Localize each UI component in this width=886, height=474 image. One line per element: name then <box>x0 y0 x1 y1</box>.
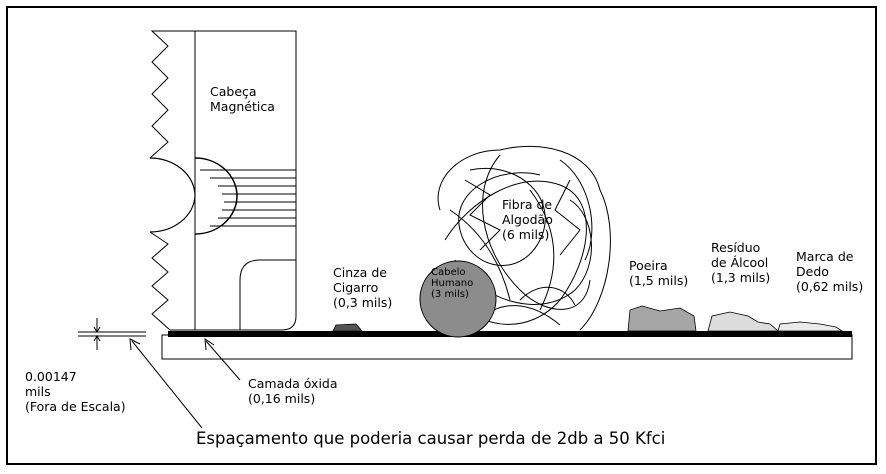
gap-label: 0.00147 mils (Fora de Escala) <box>25 369 126 414</box>
dust-particle <box>627 305 697 332</box>
oxide-layer-label-line1: Camada óxida <box>248 376 338 391</box>
alcohol-residue-label-line1: Resíduo <box>711 240 761 255</box>
cotton-fiber-label-line3: (6 mils) <box>502 227 550 242</box>
oxide-arrow <box>204 338 241 381</box>
cigarette-ash-label-line3: (0,3 mils) <box>333 295 393 310</box>
alcohol-residue-label-line3: (1,3 mils) <box>711 270 771 285</box>
fingerprint-label-line2: Dedo <box>796 264 829 279</box>
cigarette-ash-label-line2: Cigarro <box>333 280 379 295</box>
human-hair-label-line3: (3 mils) <box>431 289 469 300</box>
dust-label-line2: (1,5 mils) <box>629 273 689 288</box>
alcohol-residue-label: Resíduo de Álcool (1,3 mils) <box>711 240 770 285</box>
cigarette-ash <box>332 323 363 332</box>
human-hair-label-line2: Humano <box>431 278 474 289</box>
dust-label: Poeira (1,5 mils) <box>629 258 688 288</box>
fingerprint-label-line3: (0,62 mils) <box>796 279 864 294</box>
cotton-fiber-label: Fibra de Algodão (6 mils) <box>502 197 553 242</box>
dust-label-line1: Poeira <box>629 258 668 273</box>
magnetic-head-label-line2: Magnética <box>210 99 275 114</box>
magnetic-head <box>149 30 297 331</box>
oxide-layer-label-line2: (0,16 mils) <box>248 391 316 406</box>
magnetic-head-label-line1: Cabeça <box>210 84 257 99</box>
alcohol-residue-label-line2: de Álcool <box>711 255 769 270</box>
human-hair-label-line1: Cabelo <box>431 267 466 278</box>
cigarette-ash-label-line1: Cinza de <box>333 265 387 280</box>
gap-label-line2: mils <box>25 384 51 399</box>
magnetic-head-label: Cabeça Magnética <box>210 84 275 114</box>
gap-label-line1: 0.00147 <box>25 369 77 384</box>
gap-indicator <box>78 318 146 350</box>
cotton-fiber-label-line1: Fibra de <box>502 197 553 212</box>
human-hair-label: Cabelo Humano (3 mils) <box>431 267 473 300</box>
fingerprint-label: Marca de Dedo (0,62 mils) <box>796 249 863 294</box>
cotton-fiber-label-line2: Algodão <box>502 212 553 227</box>
oxide-layer-label: Camada óxida (0,16 mils) <box>248 376 338 406</box>
gap-arrow <box>129 338 203 429</box>
cigarette-ash-label: Cinza de Cigarro (0,3 mils) <box>333 265 392 310</box>
diagram-caption: Espaçamento que poderia causar perda de … <box>196 429 666 448</box>
diagram-frame <box>6 6 877 465</box>
fingerprint-mark <box>777 321 844 332</box>
gap-label-line3: (Fora de Escala) <box>25 399 126 414</box>
substrate <box>161 334 853 360</box>
fingerprint-label-line1: Marca de <box>796 249 854 264</box>
human-hair <box>419 260 497 338</box>
alcohol-residue <box>707 311 780 332</box>
oxide-layer <box>168 331 852 337</box>
